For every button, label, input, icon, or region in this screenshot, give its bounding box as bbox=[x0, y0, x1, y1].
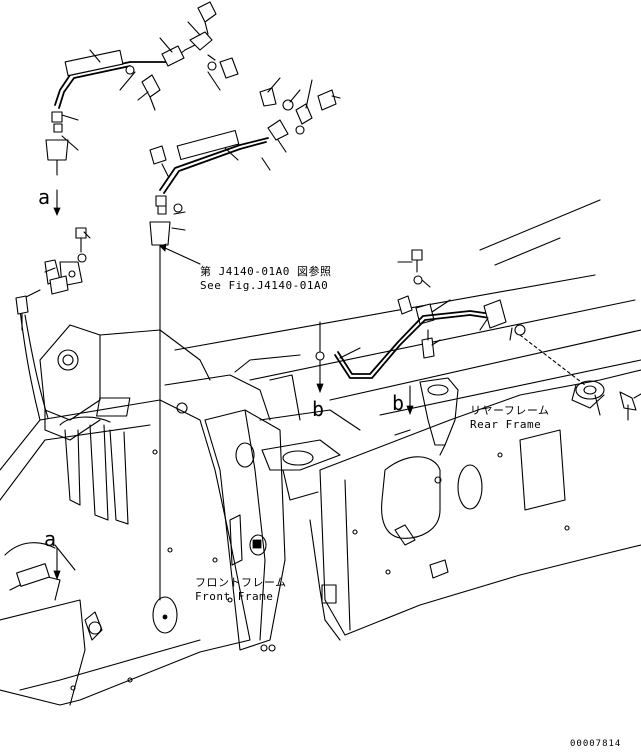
rear-frame bbox=[174, 199, 641, 641]
front-frame-label-jp: フロントフレーム bbox=[195, 576, 287, 589]
callout-leaders bbox=[44, 21, 629, 421]
right-hose-assembly bbox=[53, 249, 641, 581]
drawing-code: 00007814 bbox=[570, 739, 621, 749]
rear-frame-label-en: Rear Frame bbox=[470, 418, 541, 431]
callout-a-bottom: a bbox=[44, 527, 56, 551]
reference-note-jp: 第 J4140-01A0 図参照 bbox=[200, 264, 331, 278]
front-frame bbox=[0, 309, 286, 706]
callout-b-left: b bbox=[312, 397, 324, 421]
front-frame-label-en: Front Frame bbox=[195, 590, 273, 603]
rear-frame-label-jp: リヤーフレーム bbox=[470, 404, 550, 417]
reference-note-en: See Fig.J4140-01A0 bbox=[200, 279, 328, 292]
callout-b-right: b bbox=[392, 391, 404, 415]
left-bracket-assembly bbox=[15, 227, 87, 331]
callout-a-top: a bbox=[38, 185, 50, 209]
upper-hose-assembly bbox=[45, 1, 337, 601]
